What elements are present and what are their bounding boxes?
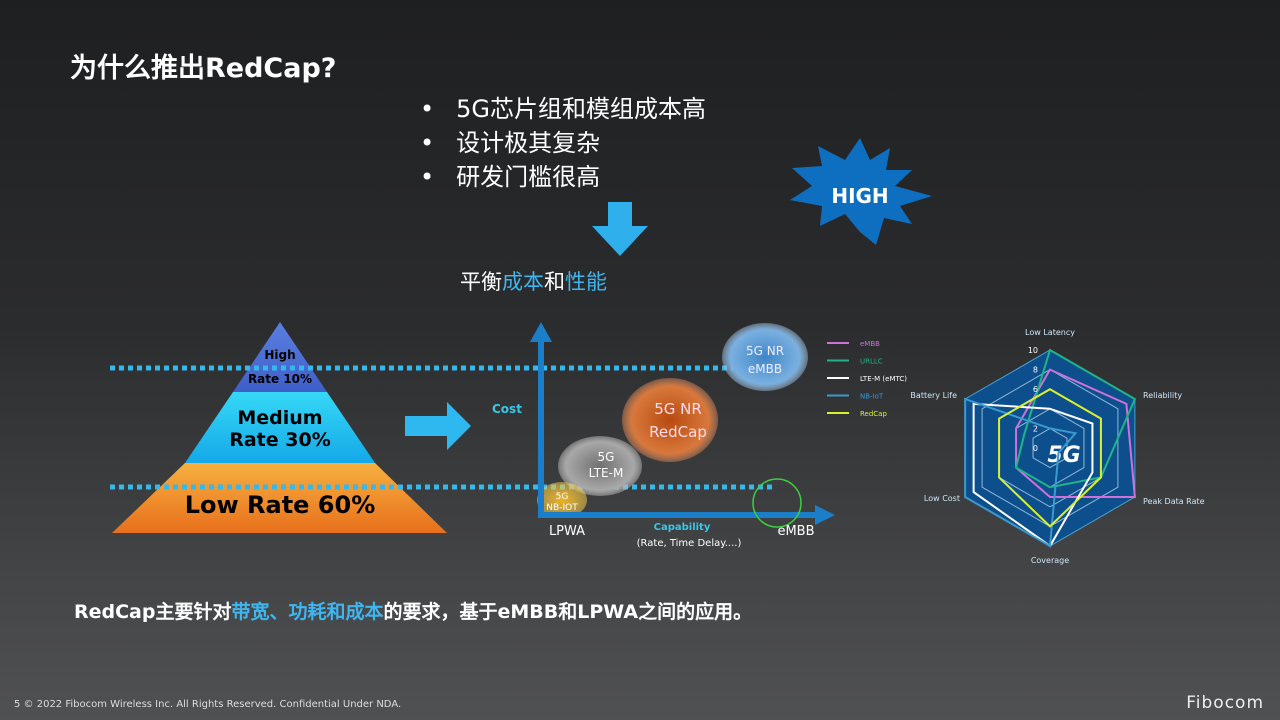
radar-tick-label: 0	[1033, 444, 1038, 453]
right-arrow-icon	[405, 402, 471, 450]
pyramid-high-label: High	[264, 348, 295, 362]
slide-title: 为什么推出RedCap?	[70, 53, 337, 84]
bubble-label: NB-IOT	[546, 503, 578, 513]
fibocom-logo: Fibocom	[1186, 693, 1264, 713]
bubble-label: 5G NR	[746, 344, 784, 358]
x-axis-label: Capability	[654, 522, 711, 533]
bubble-label: 5G	[556, 492, 569, 502]
radar-gridline	[1032, 427, 1068, 469]
high-burst-badge: HIGH	[790, 138, 932, 245]
radar-series-redcap	[998, 388, 1102, 528]
bubble-5g-lte-m	[558, 436, 642, 496]
balance-caption: 平衡成本和性能	[460, 270, 607, 294]
pyramid-tier-medium	[185, 392, 375, 463]
burst-label: HIGH	[831, 184, 888, 208]
legend-label: URLLC	[860, 358, 883, 366]
bullet-item: 研发门槛很高	[420, 160, 706, 194]
y-axis-label: Cost	[492, 402, 522, 416]
pyramid-high-label: Rate 10%	[248, 372, 312, 386]
bubble-5g-nr-redcap	[622, 378, 718, 462]
radar-tick-label: 10	[1028, 346, 1038, 355]
pyramid-medium-label: Rate 30%	[229, 429, 331, 451]
radar-tick-label: 6	[1033, 385, 1038, 394]
bullet-item: 5G芯片组和模组成本高	[420, 92, 706, 126]
bubble-label: 5G NR	[654, 400, 702, 418]
bubble-5g-nr-embb	[722, 323, 808, 391]
bubble-label: 5G	[598, 450, 615, 464]
footer-copyright: 5 © 2022 Fibocom Wireless Inc. All Right…	[14, 699, 402, 710]
radar-axis-label: Peak Data Rate	[1143, 497, 1205, 506]
legend-label: eMBB	[860, 340, 880, 348]
radar-tick-label: 8	[1033, 366, 1038, 375]
legend-label: NB-IoT	[860, 393, 884, 401]
pyramid-tier-high	[233, 322, 327, 392]
x-left-label: LPWA	[549, 524, 585, 539]
summary-text: RedCap主要针对带宽、功耗和成本的要求，基于eMBB和LPWA之间的应用。	[74, 601, 753, 623]
embb-highlight-circle	[752, 478, 802, 528]
radar-axis-label: Reliability	[1143, 391, 1182, 400]
pyramid-low-label: Low Rate 60%	[185, 491, 376, 519]
bubble-label: RedCap	[649, 423, 707, 441]
pyramid-medium-label: Medium	[237, 407, 322, 429]
bubble-5g-nb-iot	[537, 482, 587, 518]
radar-tick-label: 2	[1033, 424, 1038, 433]
radar-axis-label: Coverage	[1031, 556, 1069, 565]
x-axis-sublabel: (Rate, Time Delay....)	[637, 538, 742, 549]
pyramid-tier-low	[112, 463, 447, 533]
radar-axis-label: Low Cost	[924, 494, 960, 503]
radar-series-urllc	[1014, 348, 1137, 489]
legend-label: LTE-M (eMTC)	[860, 375, 907, 383]
radar-series-embb	[1015, 368, 1136, 498]
radar-legend: eMBB URLLC LTE-M (eMTC) NB-IoT RedCap	[827, 340, 907, 418]
bubble-label: LTE-M	[589, 466, 624, 480]
bubble-label: eMBB	[748, 362, 782, 376]
legend-label: RedCap	[860, 410, 887, 418]
x-right-label: eMBB	[777, 524, 814, 539]
bullet-item: 设计极其复杂	[420, 126, 706, 160]
cost-capability-diagram: Cost Capability (Rate, Time Delay....) L…	[492, 322, 835, 549]
radar-axis-label: Battery Life	[910, 391, 957, 400]
radar-axis-label: Low Latency	[1025, 328, 1075, 337]
rate-pyramid: High Rate 10% Medium Rate 30% Low Rate 6…	[112, 322, 447, 533]
down-arrow-icon	[592, 202, 648, 256]
bullet-list: 5G芯片组和模组成本高 设计极其复杂 研发门槛很高	[420, 92, 706, 194]
radar-series-nb-iot	[964, 397, 1078, 548]
